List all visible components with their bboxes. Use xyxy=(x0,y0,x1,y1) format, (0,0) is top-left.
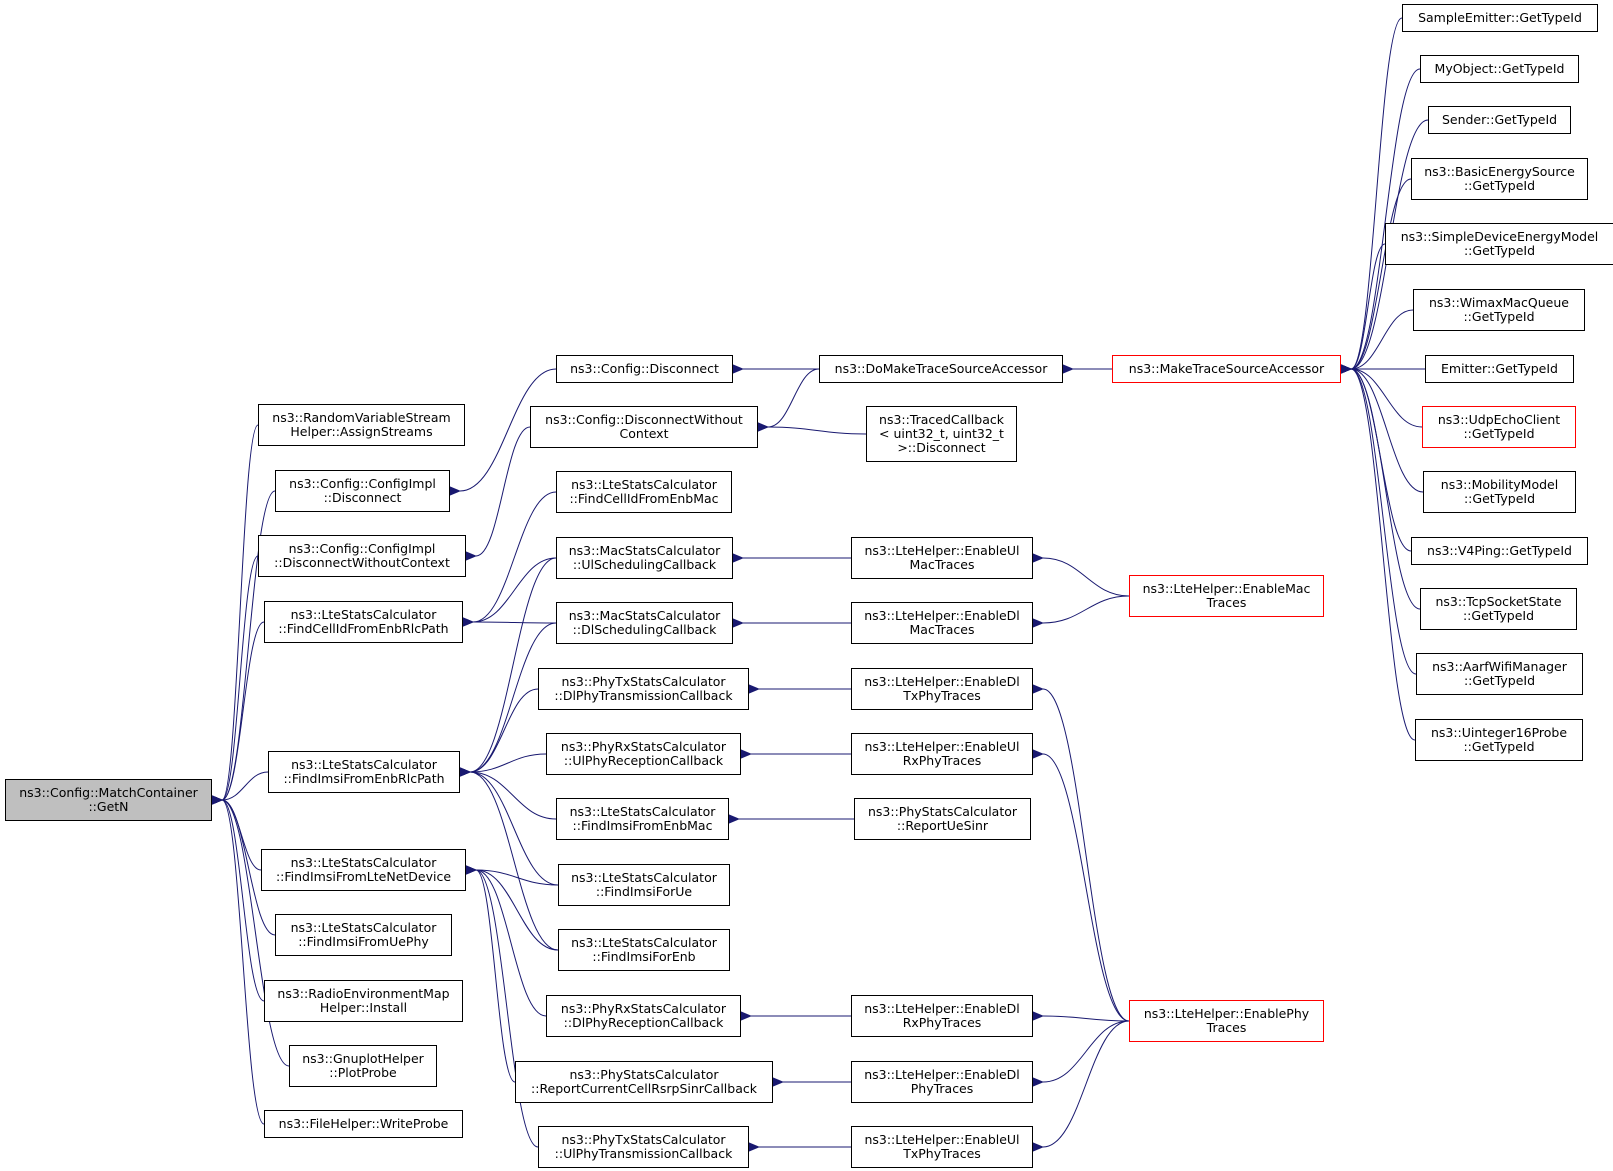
node-matchcontainer-getn: ns3::Config::MatchContainer::GetN xyxy=(5,779,212,821)
node-sampleemitter-gettypeid[interactable]: SampleEmitter::GetTypeId xyxy=(1402,4,1598,32)
edge-n2-n1 xyxy=(210,424,259,806)
node-phytxstatscalculator-dlphytransmissioncallback[interactable]: ns3::PhyTxStatsCalculator::DlPhyTransmis… xyxy=(538,668,749,710)
node-emitter-gettypeid[interactable]: Emitter::GetTypeId xyxy=(1425,355,1574,383)
node-myobject-gettypeid[interactable]: MyObject::GetTypeId xyxy=(1420,55,1579,83)
node-phystatscalculator-reportcurrentcellrsrpsinrcallback[interactable]: ns3::PhyStatsCalculator::ReportCurrentCe… xyxy=(515,1061,773,1103)
node-tcpsocketstate-gettypeid[interactable]: ns3::TcpSocketState::GetTypeId xyxy=(1420,588,1577,630)
edge-n37-n29 xyxy=(1031,683,1130,1022)
edge-n36-n28 xyxy=(1031,595,1130,629)
edge-n36-n27 xyxy=(1031,552,1130,597)
node-ltestatscalculator-findimsifromenbrlcpath[interactable]: ns3::LteStatsCalculator::FindImsiFromEnb… xyxy=(268,751,460,793)
edge-n11-n1 xyxy=(210,794,265,1125)
node-aarfwifimanager-gettypeid[interactable]: ns3::AarfWifiManager::GetTypeId xyxy=(1416,653,1583,695)
node-phyrxstatscalculator-dlphyreceptioncallback[interactable]: ns3::PhyRxStatsCalculator::DlPhyReceptio… xyxy=(546,995,741,1037)
node-mobilitymodel-gettypeid[interactable]: ns3::MobilityModel::GetTypeId xyxy=(1423,471,1576,513)
edge-n38-n35 xyxy=(1339,17,1403,375)
node-tracedcallback-disconnect[interactable]: ns3::TracedCallback< uint32_t, uint32_t>… xyxy=(866,406,1017,462)
edge-n37-n30 xyxy=(1031,748,1130,1022)
node-sender-gettypeid[interactable]: Sender::GetTypeId xyxy=(1428,106,1571,134)
edge-n49-n35 xyxy=(1339,363,1417,675)
edge-n15-n5 xyxy=(461,557,557,628)
node-configimpl-disconnect[interactable]: ns3::Config::ConfigImpl::Disconnect xyxy=(275,470,450,512)
edge-n43-n35 xyxy=(1339,309,1414,375)
node-uinteger16probe-gettypeid[interactable]: ns3::Uinteger16Probe::GetTypeId xyxy=(1415,719,1583,761)
node-macstatscalculator-ulschedulingcallback[interactable]: ns3::MacStatsCalculator::UlSchedulingCal… xyxy=(556,537,733,579)
node-ltestatscalculator-findimsifromuephy[interactable]: ns3::LteStatsCalculator::FindImsiFromUeP… xyxy=(275,914,452,956)
edge-n10-n1 xyxy=(210,794,290,1067)
edge-n45-n35 xyxy=(1339,363,1423,428)
edge-n20-n6 xyxy=(458,766,559,886)
node-udpechoclient-gettypeid[interactable]: ns3::UdpEchoClient::GetTypeId xyxy=(1422,406,1576,448)
node-ltestatscalculator-findimsifromenbmac[interactable]: ns3::LteStatsCalculator::FindImsiFromEnb… xyxy=(556,798,729,840)
edge-n15-n6 xyxy=(458,557,557,778)
node-wimaxmacqueue-gettypeid[interactable]: ns3::WimaxMacQueue::GetTypeId xyxy=(1413,289,1585,331)
node-ltestatscalculator-findimsifromltenetdevice[interactable]: ns3::LteStatsCalculator::FindImsiFromLte… xyxy=(261,849,466,891)
edge-n13-n4 xyxy=(464,426,531,562)
edge-n12-n3 xyxy=(448,368,557,497)
edge-n17-n6 xyxy=(458,688,539,778)
node-phystatscalculator-reportuesinr[interactable]: ns3::PhyStatsCalculator::ReportUeSinr xyxy=(854,798,1031,840)
node-v4ping-gettypeid[interactable]: ns3::V4Ping::GetTypeId xyxy=(1411,537,1588,565)
edge-n14-n5 xyxy=(461,491,557,628)
edge-n41-n35 xyxy=(1339,178,1412,375)
node-simpledeviceenergymodel-gettypeid[interactable]: ns3::SimpleDeviceEnergyModel::GetTypeId xyxy=(1385,223,1613,265)
edge-n4-n1 xyxy=(210,555,259,806)
edge-n48-n35 xyxy=(1339,363,1421,610)
edge-n25-n13 xyxy=(756,368,820,433)
node-ltestatscalculator-findimsiforenb[interactable]: ns3::LteStatsCalculator::FindImsiForEnb xyxy=(558,929,730,971)
edge-n22-n7 xyxy=(464,864,547,1017)
edge-n24-n7 xyxy=(464,864,539,1148)
edge-n26-n13 xyxy=(756,421,867,435)
node-ltestatscalculator-findimsiforue[interactable]: ns3::LteStatsCalculator::FindImsiForUe xyxy=(558,864,730,906)
node-phytxstatscalculator-ulphytransmissioncallback[interactable]: ns3::PhyTxStatsCalculator::UlPhyTransmis… xyxy=(538,1126,749,1168)
node-ltestatscalculator-findcellidfromenbrlcpath[interactable]: ns3::LteStatsCalculator::FindCellIdFromE… xyxy=(264,601,463,643)
edge-n18-n6 xyxy=(458,753,547,778)
node-maketracesourceaccessor[interactable]: ns3::MakeTraceSourceAccessor xyxy=(1112,355,1341,383)
edge-n21-n7 xyxy=(464,864,559,951)
node-basicenergysource-gettypeid[interactable]: ns3::BasicEnergySource::GetTypeId xyxy=(1411,158,1588,200)
edge-n23-n7 xyxy=(464,864,516,1083)
edge-n16-n5 xyxy=(461,616,557,627)
edge-n5-n1 xyxy=(210,621,265,806)
edge-n21-n6 xyxy=(458,766,559,951)
node-filehelper-writeprobe[interactable]: ns3::FileHelper::WriteProbe xyxy=(264,1110,463,1138)
edge-n9-n1 xyxy=(210,794,265,1002)
edge-n37-n34 xyxy=(1031,1020,1130,1153)
node-ltestatscalculator-findcellidfromenbmac[interactable]: ns3::LteStatsCalculator::FindCellIdFromE… xyxy=(556,471,732,513)
edge-n42-n35 xyxy=(1339,243,1386,375)
edge-n20-n7 xyxy=(464,864,559,886)
edge-n50-n35 xyxy=(1339,363,1416,741)
node-macstatscalculator-dlschedulingcallback[interactable]: ns3::MacStatsCalculator::DlSchedulingCal… xyxy=(556,602,733,644)
node-domaketracesourceaccessor[interactable]: ns3::DoMakeTraceSourceAccessor xyxy=(819,355,1063,383)
edge-n19-n6 xyxy=(458,766,557,820)
edge-n6-n1 xyxy=(210,771,269,806)
node-config-disconnect[interactable]: ns3::Config::Disconnect xyxy=(556,355,733,383)
edge-n37-n33 xyxy=(1031,1020,1130,1088)
edge-n39-n35 xyxy=(1339,68,1421,375)
node-gnuplothelper-plotprobe[interactable]: ns3::GnuplotHelper::PlotProbe xyxy=(289,1045,437,1087)
node-configimpl-disconnectwithoutcontext[interactable]: ns3::Config::ConfigImpl::DisconnectWitho… xyxy=(258,535,466,577)
node-phyrxstatscalculator-ulphyreceptioncallback[interactable]: ns3::PhyRxStatsCalculator::UlPhyReceptio… xyxy=(546,733,741,775)
edge-n46-n35 xyxy=(1339,363,1424,493)
edge-n37-n32 xyxy=(1031,1010,1130,1022)
